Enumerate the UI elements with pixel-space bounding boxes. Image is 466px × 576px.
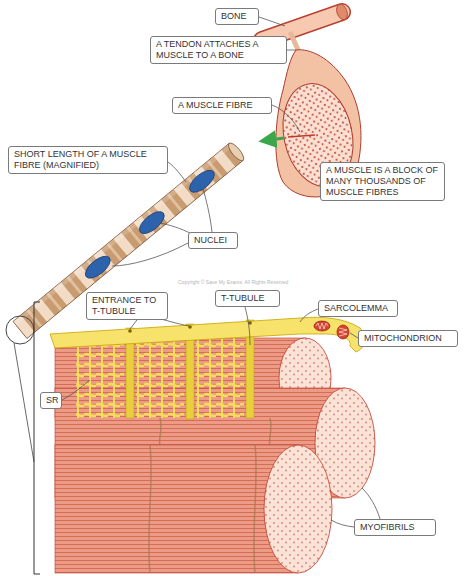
- leader-line: [259, 17, 285, 26]
- callout-text: ENTRANCE TO T-TUBULE: [92, 295, 162, 317]
- callout-text: SHORT LENGTH OF A MUSCLE FIBRE (MAGNIFIE…: [14, 149, 162, 171]
- callout-box: A TENDON ATTACHES A MUSCLE TO A BONE: [150, 36, 287, 64]
- leader-line: [160, 223, 192, 234]
- callout-box: T-TUBULE: [215, 290, 280, 307]
- single-fibre: [288, 135, 315, 137]
- bracket: [34, 302, 40, 574]
- magnify-arrow: [262, 138, 284, 141]
- magnifier-circle: [6, 316, 34, 344]
- leader-line: [300, 309, 318, 322]
- callout-text: MYOFIBRILS: [360, 522, 430, 533]
- callout-box: A MUSCLE FIBRE: [172, 97, 272, 114]
- callout-box: SR: [40, 392, 62, 409]
- nucleus: [136, 208, 168, 238]
- mitochondrion: [337, 325, 349, 339]
- myofibril-end: [264, 445, 332, 573]
- leader-line: [203, 188, 212, 232]
- leader-line: [272, 105, 300, 132]
- magnifier-line: [14, 343, 34, 462]
- z-line: [149, 418, 271, 573]
- leader-line: [168, 162, 186, 182]
- callout-text: T-TUBULE: [221, 293, 274, 304]
- leader-line: [350, 333, 358, 338]
- callout-text: SARCOLEMMA: [324, 303, 392, 314]
- callout-text: SR: [46, 395, 56, 406]
- callout-text: A TENDON ATTACHES A MUSCLE TO A BONE: [156, 39, 281, 61]
- sarcoplasmic-reticulum: [136, 334, 184, 418]
- nucleus: [186, 166, 218, 196]
- mitochondrion: [314, 321, 330, 331]
- leader-line: [62, 380, 90, 400]
- callout-text: A MUSCLE IS A BLOCK OF MANY THOUSANDS OF…: [326, 165, 439, 198]
- leader-line: [112, 243, 188, 266]
- callout-box: SHORT LENGTH OF A MUSCLE FIBRE (MAGNIFIE…: [8, 146, 168, 174]
- leader-line: [287, 50, 296, 51]
- sarcoplasmic-reticulum: [196, 330, 244, 418]
- leader-line: [245, 307, 250, 345]
- watermark: Copyright © Save My Exams. All Rights Re…: [178, 279, 288, 285]
- callout-box: BONE: [215, 8, 259, 25]
- nucleus: [82, 252, 114, 282]
- callout-text: NUCLEI: [194, 235, 232, 246]
- myofibril: [55, 445, 298, 573]
- callout-box: SARCOLEMMA: [318, 300, 398, 317]
- callout-text: MITOCHONDRION: [364, 333, 452, 344]
- callout-text: A MUSCLE FIBRE: [178, 100, 266, 111]
- sarcolemma: [50, 317, 365, 352]
- fibre-end: [226, 141, 246, 163]
- callout-box: MYOFIBRILS: [354, 519, 436, 536]
- t-tubule-entrance: [128, 329, 132, 333]
- leader-line: [331, 520, 354, 527]
- bone-end: [335, 3, 350, 21]
- cristae: [316, 323, 328, 329]
- leader-line: [362, 488, 380, 519]
- cristae: [339, 328, 347, 336]
- callout-box: NUCLEI: [188, 232, 238, 249]
- sarcoplasmic-reticulum: [76, 338, 124, 418]
- callout-box: ENTRANCE TO T-TUBULE: [86, 292, 168, 320]
- callout-box: A MUSCLE IS A BLOCK OF MANY THOUSANDS OF…: [320, 162, 445, 201]
- callout-box: MITOCHONDRION: [358, 330, 458, 347]
- callout-text: BONE: [221, 11, 253, 22]
